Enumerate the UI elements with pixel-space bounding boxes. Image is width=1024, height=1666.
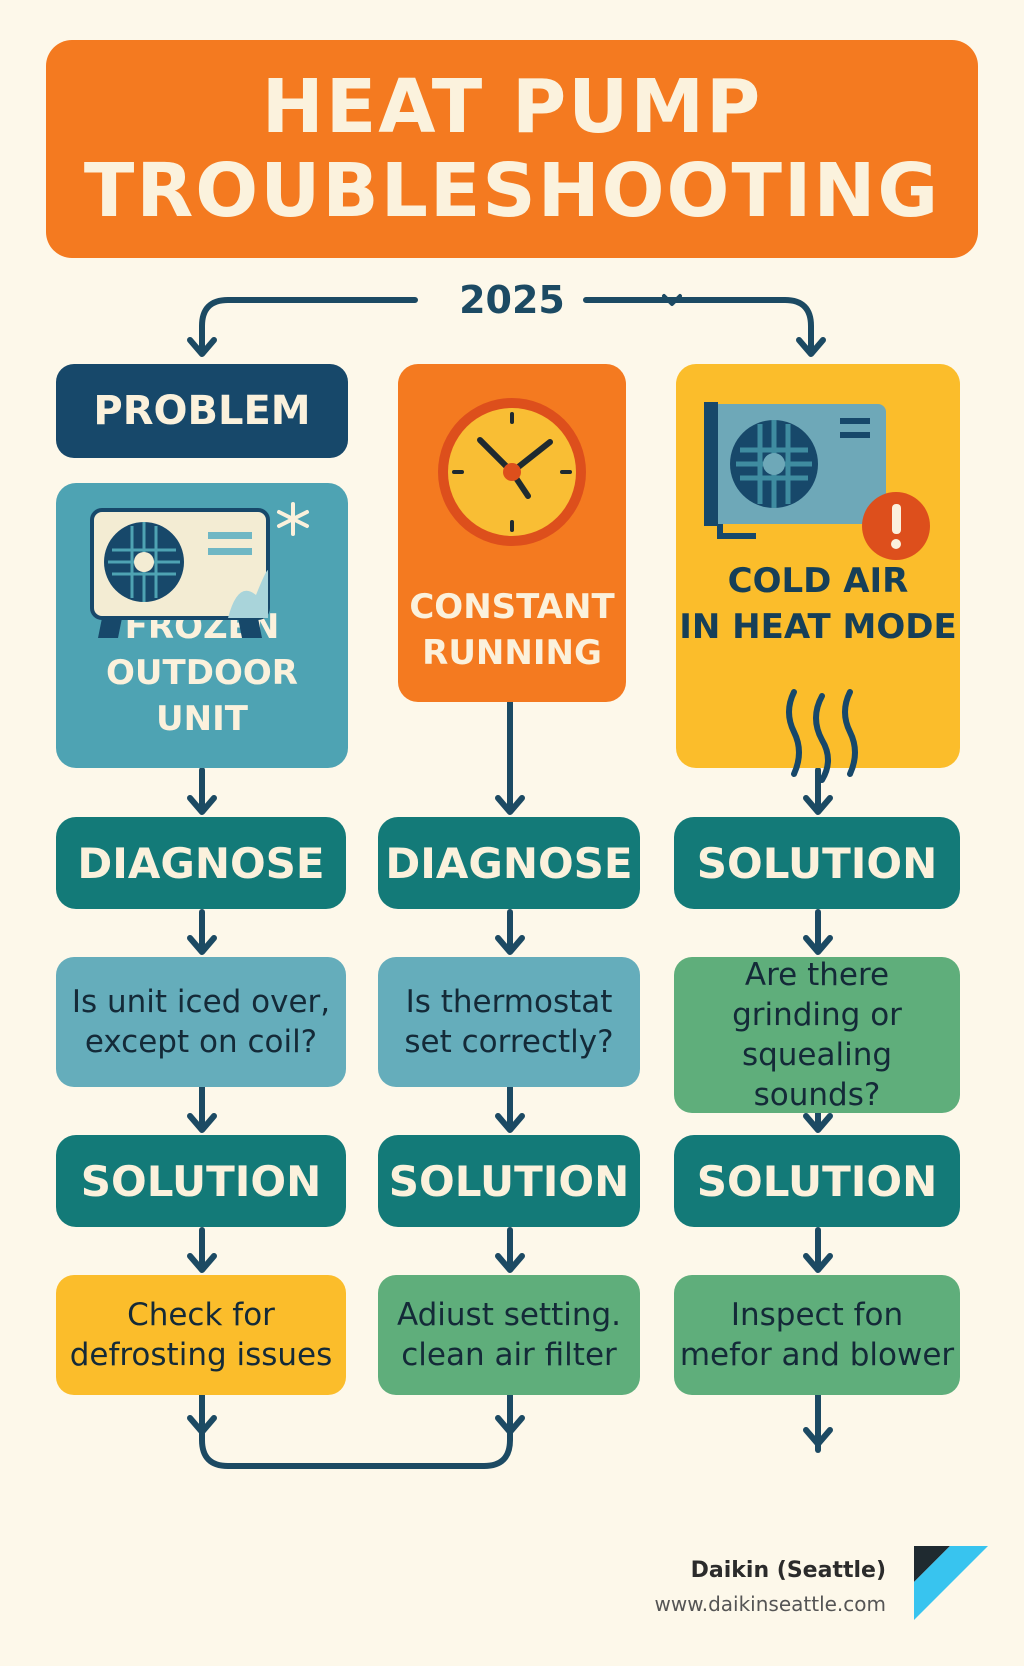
- arrowhead: [187, 337, 217, 357]
- frozen-ac-unit-icon: [90, 502, 309, 638]
- title-line-2: TROUBLESHOOTING: [83, 148, 941, 234]
- question-col3: Are there grinding or squealing sounds?: [674, 957, 960, 1113]
- problem-text: CONSTANT RUNNING: [409, 587, 615, 673]
- clock-icon: [438, 398, 586, 546]
- question-col2: Is thermostat set correctly?: [378, 957, 640, 1087]
- top-branch-left: [199, 297, 418, 355]
- daikin-logo: [914, 1546, 988, 1620]
- answer-col1: Check for defrosting issues: [56, 1275, 346, 1395]
- footer-company-name: Daikin (Seattle): [690, 1558, 886, 1583]
- ac-unit-warning-icon: [704, 402, 930, 560]
- question-col1: Is unit iced over, except on coil?: [56, 957, 346, 1087]
- step-diagnose-col2: DIAGNOSE: [378, 817, 640, 909]
- answer-col2: Adiust setting. clean air filter: [378, 1275, 640, 1395]
- step-solution-col2: SOLUTION: [378, 1135, 640, 1227]
- step-solution-col3: SOLUTION: [674, 817, 960, 909]
- footer-url[interactable]: www.daikinseattle.com: [654, 1592, 886, 1616]
- step-solution-col3-b: SOLUTION: [674, 1135, 960, 1227]
- problem-label: PROBLEM: [56, 364, 348, 458]
- arrowhead: [796, 337, 826, 357]
- problem-text: COLD AIR IN HEAT MODE: [679, 561, 957, 647]
- step-solution-col1: SOLUTION: [56, 1135, 346, 1227]
- answer-col3: Inspect fon mefor and blower: [674, 1275, 960, 1395]
- title-banner: HEAT PUMP TROUBLESHOOTING: [46, 40, 978, 258]
- year-label: 2025: [459, 278, 565, 322]
- title-line-1: HEAT PUMP: [261, 64, 763, 150]
- top-branch-right: [583, 297, 814, 355]
- bottom-join: [199, 1389, 513, 1469]
- wavy-air-icon: [786, 689, 858, 783]
- step-diagnose-col1: DIAGNOSE: [56, 817, 346, 909]
